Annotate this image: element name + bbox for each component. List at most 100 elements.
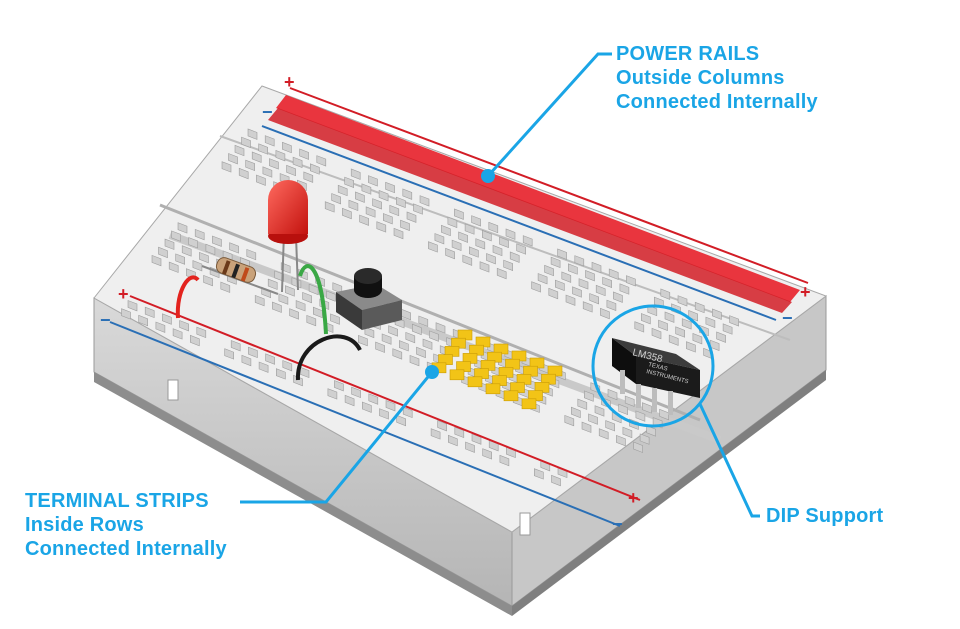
breadboard-hole [248, 346, 258, 359]
breadboard-hole [594, 405, 605, 417]
terminal-strips-line1: Inside Rows [25, 514, 144, 536]
breadboard-hole [600, 307, 610, 320]
dip-support-ring [591, 304, 715, 428]
breadboard-hole [419, 195, 430, 207]
breadboard-hole [499, 236, 509, 249]
breadboard-hole [312, 306, 323, 319]
breadboard-hole [199, 251, 209, 264]
breadboard-hole [275, 368, 286, 380]
breadboard-hole [179, 320, 189, 332]
breadboard-hole [358, 334, 368, 347]
breadboard-hole [258, 361, 269, 373]
breadboard-hole [350, 168, 361, 180]
breadboard-hole [344, 394, 355, 407]
breadboard-hole [618, 403, 629, 416]
breadboard-hole [572, 286, 582, 298]
breadboard-hole [479, 261, 490, 273]
dip-support-title: DIP Support [766, 505, 884, 527]
breadboard-hole [351, 386, 361, 399]
breadboard-hole [188, 237, 198, 249]
lower-rails [109, 295, 641, 527]
breadboard-hole [406, 211, 417, 223]
breadboard-hole [405, 331, 416, 344]
breadboard-hole [325, 290, 336, 302]
breadboard-hole [302, 291, 312, 304]
terminal-strip-hole [521, 398, 537, 410]
breadboard-hole [658, 319, 668, 332]
breadboard-hole [413, 203, 423, 215]
breadboard-hole [256, 174, 266, 186]
breadboard-hole [640, 313, 651, 325]
breadboard-hole [537, 273, 548, 285]
breadboard-hole [330, 313, 340, 325]
breadboard-hole [402, 406, 413, 419]
breadboard-hole [561, 271, 572, 283]
breadboard-hole [337, 184, 348, 197]
breadboard-hole [203, 274, 213, 287]
breadboard-hole [544, 264, 554, 277]
breadboard-hole [381, 333, 392, 345]
breadboard-hole [368, 393, 379, 405]
breadboard-hole [422, 338, 433, 350]
breadboard-hole [675, 326, 686, 338]
breadboard-hole [606, 299, 617, 312]
breadboard-hole [331, 193, 342, 205]
breadboard-hole [251, 151, 262, 163]
breadboard-hole [402, 188, 413, 200]
breadboard-hole [164, 238, 175, 250]
breadboard-hole [608, 268, 619, 280]
breadboard-hole [435, 322, 446, 334]
breadboard-hole [224, 348, 234, 360]
breadboard-hole [379, 408, 389, 420]
breadboard-hole [434, 233, 445, 245]
breadboard-hole [598, 428, 609, 440]
breadboard-hole [550, 256, 561, 268]
breadboard-hole [247, 128, 258, 140]
breadboard-hole [316, 155, 327, 167]
breadboard-hole [488, 221, 499, 234]
breadboard-hole [503, 259, 514, 272]
breadboard-hole [368, 175, 378, 187]
hole-grid [121, 128, 739, 487]
breadboard-hole [677, 295, 688, 307]
breadboard-hole [516, 243, 527, 255]
breadboard-hole [465, 441, 475, 453]
breadboard-hole [127, 300, 138, 312]
breadboard-hole [416, 346, 426, 359]
breadboard-hole [382, 213, 393, 225]
breadboard-hole [378, 190, 389, 202]
terminal-strips-leader [240, 371, 434, 504]
breadboard-hole [361, 183, 372, 195]
power-rails-line1: Outside Columns [616, 67, 785, 89]
power-rails [261, 87, 809, 321]
rail-markings: + − + − + − + − [100, 72, 811, 534]
breadboard-hole [681, 318, 692, 330]
breadboard-hole [496, 267, 507, 280]
power-rails-callout: POWER RAILS Outside Columns Connected In… [616, 42, 818, 114]
breadboard-hole [634, 321, 645, 333]
breadboard-hole [162, 313, 172, 325]
breadboard-hole [428, 241, 438, 253]
breadboard-hole [411, 323, 422, 336]
breadboard-hole [168, 261, 179, 273]
breadboard-hole [395, 196, 406, 209]
breadboard-hole [585, 270, 595, 282]
rail-minus-top-right: − [782, 308, 793, 328]
breadboard-hole [548, 287, 559, 300]
breadboard-hole [327, 388, 338, 400]
breadboard-hole [295, 300, 306, 312]
breadboard-hole [722, 323, 733, 335]
breadboard-hole [138, 314, 148, 327]
breadboard-hole [398, 340, 409, 352]
breadboard-hole [332, 282, 343, 294]
breadboard-hole [577, 398, 588, 410]
breadboard-hole [285, 285, 295, 297]
breadboard-hole [355, 191, 365, 203]
breadboard-hole [445, 247, 455, 260]
breadboard-hole [686, 341, 696, 353]
breadboard-hole [172, 328, 183, 340]
breadboard-hole [418, 315, 429, 327]
rail-minus-bottom-left: − [100, 310, 111, 330]
breadboard-hole [522, 235, 533, 247]
breadboard-hole [462, 254, 473, 266]
